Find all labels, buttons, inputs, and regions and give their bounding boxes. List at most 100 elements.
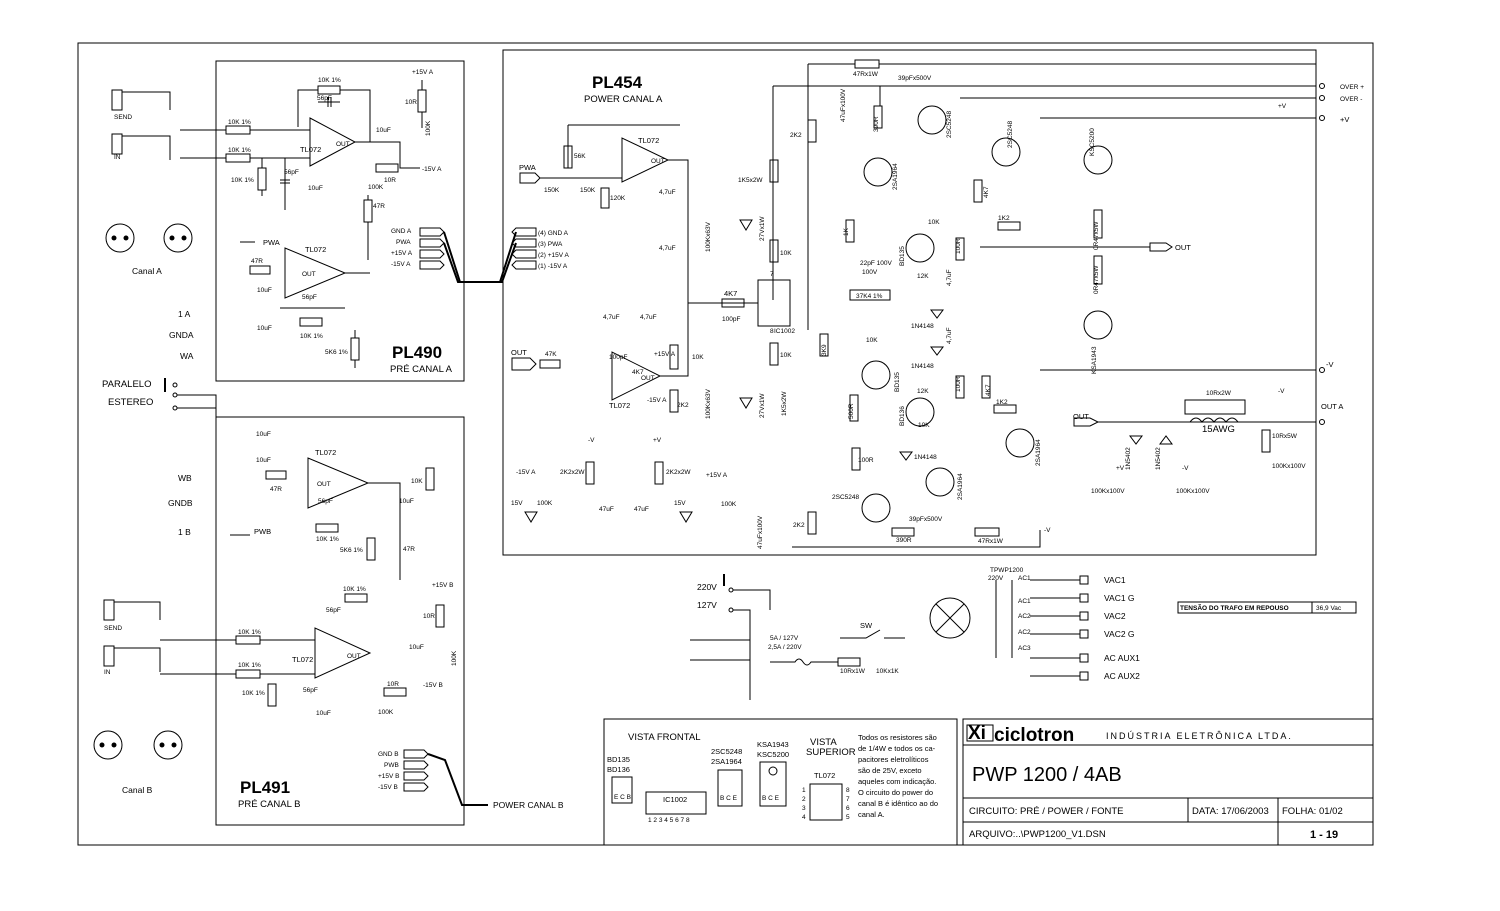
svg-text:10K 1%: 10K 1% xyxy=(242,690,265,697)
svg-text:1N4148: 1N4148 xyxy=(911,363,934,370)
svg-text:(1) -15V A: (1) -15V A xyxy=(538,263,568,270)
transistor-ksc5200 xyxy=(1083,145,1113,175)
svg-text:47R: 47R xyxy=(373,203,385,210)
svg-text:4,7uF: 4,7uF xyxy=(659,245,676,252)
svg-text:TL072: TL072 xyxy=(292,655,313,664)
svg-text:47uF: 47uF xyxy=(634,506,649,513)
svg-text:1: 1 xyxy=(802,787,806,794)
transistor-2sc5248-top xyxy=(917,105,947,135)
svg-text:3K9: 3K9 xyxy=(821,344,828,356)
svg-text:VAC1: VAC1 xyxy=(1104,575,1126,585)
svg-text:4: 4 xyxy=(802,814,806,821)
harness-pl454: (4) GND A (3) PWA (2) +15V A (1) -15V A xyxy=(511,227,570,270)
svg-text:TL072: TL072 xyxy=(305,245,326,254)
svg-text:B C E: B C E xyxy=(720,795,738,802)
board-pl491: PL491 PRÉ CANAL B TL072 OUT 10uF 10uF 47… xyxy=(160,416,488,826)
harness-pl491: GND B PWB +15V B -15V B xyxy=(378,749,488,806)
svg-text:47Rx1W: 47Rx1W xyxy=(978,538,1004,545)
svg-text:100pF: 100pF xyxy=(609,354,627,361)
svg-text:100pF: 100pF xyxy=(722,316,740,323)
svg-text:220V: 220V xyxy=(988,575,1004,582)
brand-name: ciclotron xyxy=(994,725,1074,746)
svg-text:10uF: 10uF xyxy=(256,457,271,464)
svg-text:OUT: OUT xyxy=(317,481,331,488)
svg-text:2: 2 xyxy=(802,796,806,803)
pl454-title: PL454 xyxy=(592,73,643,92)
svg-text:KSA1943: KSA1943 xyxy=(1091,346,1098,374)
svg-text:4,7uF: 4,7uF xyxy=(946,327,953,344)
svg-text:2SC5248: 2SC5248 xyxy=(832,494,859,501)
svg-text:10K 1%: 10K 1% xyxy=(228,119,251,126)
svg-text:100Kx100V: 100Kx100V xyxy=(1091,488,1125,495)
jack-in-a: IN xyxy=(111,133,171,161)
svg-text:-15V A: -15V A xyxy=(422,166,442,173)
svg-text:5: 5 xyxy=(846,814,850,821)
svg-text:AC AUX2: AC AUX2 xyxy=(1104,671,1140,681)
svg-text:SEND: SEND xyxy=(114,114,132,121)
svg-text:AC AUX1: AC AUX1 xyxy=(1104,653,1140,663)
svg-text:E C B: E C B xyxy=(614,794,631,801)
harness-pl490: GND A PWA +15V A -15V A xyxy=(391,227,445,270)
legend: VISTA FRONTAL VISTA SUPERIOR BD135 BD136… xyxy=(603,718,958,846)
svg-text:56pF: 56pF xyxy=(284,169,299,176)
svg-text:-V: -V xyxy=(588,437,595,444)
terminal-over-plus: OVER + xyxy=(1340,84,1364,91)
svg-text:BD136: BD136 xyxy=(899,406,906,426)
svg-text:2SC5248: 2SC5248 xyxy=(711,747,742,756)
svg-text:-15V A: -15V A xyxy=(391,261,411,268)
resistor-10k-fb xyxy=(317,85,341,95)
svg-text:IC1002: IC1002 xyxy=(663,795,687,804)
svg-text:47Rx1W: 47Rx1W xyxy=(853,71,879,78)
svg-text:1K: 1K xyxy=(843,227,850,236)
package-to126 xyxy=(611,776,633,804)
trafo-voltage-box: TENSÃO DO TRAFO EM REPOUSO 36,9 Vac xyxy=(1177,601,1357,614)
svg-text:2K2x2W: 2K2x2W xyxy=(666,469,691,476)
jack-send-a: SEND xyxy=(111,89,171,121)
svg-text:KSC5200: KSC5200 xyxy=(757,750,789,759)
svg-text:8: 8 xyxy=(846,787,850,794)
package-ic1002 xyxy=(645,791,707,815)
svg-text:4,7uF: 4,7uF xyxy=(640,314,657,321)
package-to3p xyxy=(759,761,787,807)
svg-text:10R: 10R xyxy=(405,99,417,106)
svg-text:TPWP1200: TPWP1200 xyxy=(990,567,1024,574)
svg-text:10uF: 10uF xyxy=(376,127,391,134)
svg-text:são de 25V, exceto: são de 25V, exceto xyxy=(858,766,922,775)
svg-text:1 2 3 4 5 6 7 8: 1 2 3 4 5 6 7 8 xyxy=(648,817,690,824)
svg-text:390R: 390R xyxy=(896,537,912,544)
svg-text:OUT: OUT xyxy=(302,271,316,278)
transistor-bd135-vbe xyxy=(861,360,891,390)
svg-text:10K: 10K xyxy=(411,478,423,485)
pin-1b: 1 B xyxy=(178,527,191,537)
svg-text:GND B: GND B xyxy=(378,751,399,758)
svg-text:1N5402: 1N5402 xyxy=(1155,447,1162,470)
opamp-tl072-b1 xyxy=(307,457,370,509)
svg-text:BD136: BD136 xyxy=(607,765,630,774)
svg-text:47R: 47R xyxy=(270,486,282,493)
svg-text:47K: 47K xyxy=(545,351,557,358)
svg-text:10K 1%: 10K 1% xyxy=(300,333,323,340)
svg-text:100Kx63V: 100Kx63V xyxy=(705,388,712,419)
svg-text:aqueles com indicação.: aqueles com indicação. xyxy=(858,777,936,786)
svg-text:120K: 120K xyxy=(610,195,626,202)
svg-text:10K: 10K xyxy=(918,422,930,429)
svg-text:56pF: 56pF xyxy=(326,607,341,614)
svg-text:4K7: 4K7 xyxy=(724,289,737,298)
label-r10k-top: 10K 1% xyxy=(318,77,341,84)
svg-text:100K: 100K xyxy=(425,120,432,136)
svg-text:10uF: 10uF xyxy=(399,498,414,505)
pl491-title: PL491 xyxy=(240,778,290,797)
svg-text:56pF: 56pF xyxy=(302,294,317,301)
svg-text:IN: IN xyxy=(114,154,121,161)
svg-text:5A / 127V: 5A / 127V xyxy=(770,635,799,642)
svg-text:TL072: TL072 xyxy=(814,771,835,780)
svg-text:10uF: 10uF xyxy=(257,287,272,294)
svg-text:1N4148: 1N4148 xyxy=(914,454,937,461)
svg-text:TL072: TL072 xyxy=(315,448,336,457)
label-tl072: TL072 xyxy=(300,145,321,154)
svg-text:10R: 10R xyxy=(387,681,399,688)
svg-text:1K5x2W: 1K5x2W xyxy=(781,391,788,416)
svg-text:36,9 Vac: 36,9 Vac xyxy=(1316,605,1342,612)
package-dip8 xyxy=(809,783,843,821)
svg-text:PWB: PWB xyxy=(254,527,271,536)
